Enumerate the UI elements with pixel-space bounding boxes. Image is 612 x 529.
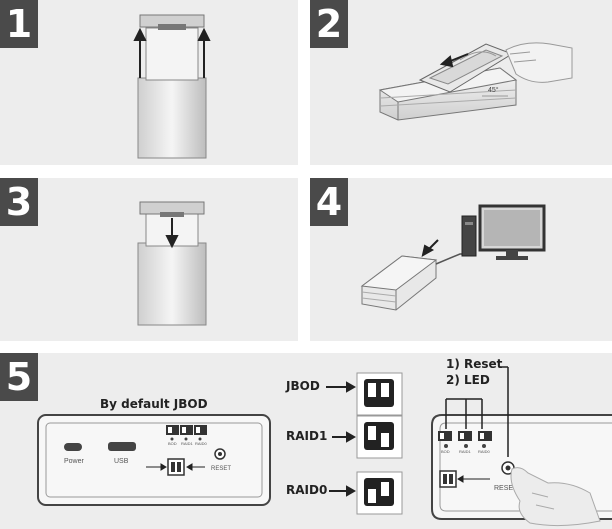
dip-switch-icon [167, 458, 185, 476]
raid0-switch-icon [356, 471, 403, 515]
step-2-number: 2 [310, 0, 348, 48]
usb-port-icon [108, 442, 136, 451]
pressing-hand-icon [510, 467, 601, 527]
power-port-icon [64, 443, 82, 451]
step-5-number: 5 [0, 353, 38, 401]
mode-switch-group [166, 425, 207, 441]
step-3-illustration [137, 201, 207, 326]
instruction-reset: 1) Reset [446, 357, 503, 371]
led-label-1: BOD [441, 449, 450, 454]
hand-icon [505, 42, 573, 83]
enclosure-body [137, 77, 207, 159]
mode-label-raid1: RAID1 [286, 429, 328, 443]
step-2-panel: 2 45° [310, 0, 612, 165]
step-2-illustration: 45° [378, 42, 573, 121]
reset-label: RESET [211, 466, 231, 472]
usb-cable [435, 253, 470, 265]
insert-arrow-icon [439, 53, 469, 68]
power-label: Power [64, 458, 85, 465]
dip-switch-icon-right [439, 470, 457, 488]
mode-arrow-icon [326, 381, 357, 497]
usb-label: USB [114, 458, 129, 465]
switch-label-1: BOD [168, 441, 177, 446]
connect-arrow-icon [421, 239, 439, 257]
switch-label-3: RAID0 [195, 441, 208, 446]
step-3-panel: 3 [0, 178, 298, 341]
step-1-panel: 1 [0, 0, 298, 165]
step-3-number: 3 [0, 178, 38, 226]
jbod-switch-icon [356, 372, 403, 416]
step-4-panel: 4 [310, 178, 612, 341]
switch-label-2: RAID1 [181, 441, 194, 446]
led-label-2: RAID1 [459, 449, 472, 454]
mode-label-jbod: JBOD [286, 379, 320, 393]
drive-tray [145, 27, 199, 81]
default-caption: By default JBOD [100, 397, 208, 411]
mode-label-raid0: RAID0 [286, 483, 328, 497]
step-1-number: 1 [0, 0, 38, 48]
raid1-switch-icon [356, 415, 403, 459]
reset-label-partial: RESE [494, 485, 513, 492]
step-5-panel: 5 By default JBOD Power USB BOD RAID1 RA… [0, 353, 612, 529]
pointer-arrow-icon-right [457, 475, 490, 483]
rear-panel-left [37, 414, 271, 506]
angle-label: 45° [488, 86, 499, 94]
led-label-3: RAID0 [478, 449, 491, 454]
step-4-illustration [360, 204, 546, 311]
instruction-led: 2) LED [446, 373, 490, 387]
pointer-arrow-icon [146, 463, 205, 471]
down-arrow-icon [165, 218, 179, 249]
enclosure-body [137, 242, 207, 326]
step-4-number: 4 [310, 178, 348, 226]
led-switch-group [438, 431, 492, 448]
step-5-illustration: Power USB BOD RAID1 RAID0 RESET [37, 366, 612, 527]
computer-tower-icon [461, 215, 477, 257]
step-1-illustration [133, 14, 211, 159]
monitor-icon [478, 204, 546, 260]
up-arrow-icon [133, 27, 211, 78]
